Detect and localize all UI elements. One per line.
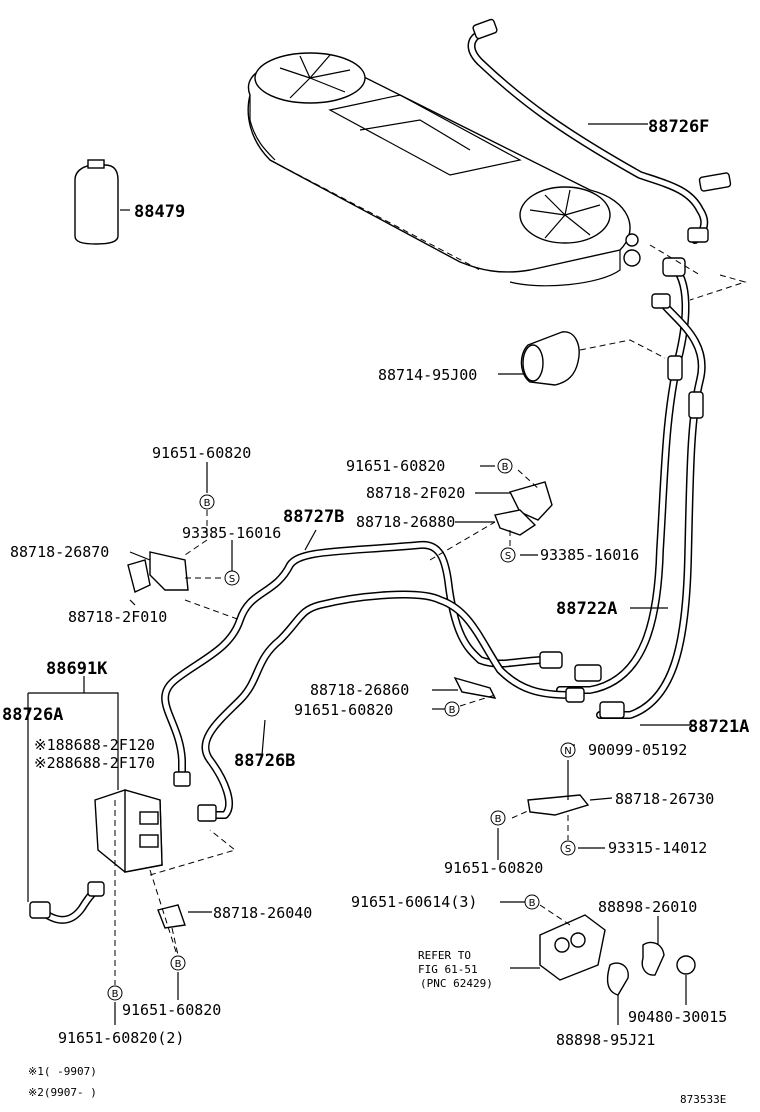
label-88718-26880: 88718-26880 [356,513,455,531]
screw-marker: S [224,570,240,586]
label-93385-16016-b: 93385-16016 [540,546,639,564]
svg-text:B: B [449,705,456,716]
leader-lines [27,123,747,1025]
bracket-88718-26040 [157,904,186,929]
label-93385-16016-a: 93385-16016 [182,524,281,542]
label-88726B: 88726B [234,751,295,771]
hose-88726A [29,881,105,924]
label-88726A: 88726A [2,705,63,725]
label-88726F: 88726F [648,117,709,137]
bolt-marker: B [107,985,123,1001]
svg-text:B: B [175,959,182,970]
label-88688-2F170: ※288688-2F170 [34,754,155,772]
label-91651-60820-2: 91651-60820(2) [58,1029,184,1047]
bolt-marker: B [199,494,215,510]
label-88898-95J21: 88898-95J21 [556,1031,655,1049]
figure-id: 873533E [680,1093,726,1106]
svg-text:B: B [204,498,211,509]
bolt-marker: B [497,458,513,474]
svg-text:N: N [564,746,571,757]
bolt-marker: B [170,955,186,971]
label-91651-60614: 91651-60614(3) [351,893,477,911]
pipes-88722A-88721A [556,257,706,719]
pipes-88727B-88726B [161,540,585,822]
svg-text:B: B [502,462,509,473]
plate-refer [539,914,606,981]
svg-text:B: B [529,898,536,909]
label-refer-pnc: (PNC 62429) [420,977,493,990]
bolt-marker: B [524,894,540,910]
unit-88691K [94,789,163,873]
bracket-88718-26730 [527,794,590,816]
label-91651-60820-a: 91651-60820 [152,444,251,462]
label-88898-26010: 88898-26010 [598,898,697,916]
part-labels: 88726F 88479 88714-95J00 91651-60820 916… [2,117,749,1106]
screw-marker: S [500,547,516,563]
receiver-bottle [74,159,119,245]
label-88479: 88479 [134,202,185,222]
footnote-1: ※1( -9907) [28,1065,97,1078]
label-refer-fig: FIG 61-51 [418,963,478,976]
label-91651-60820-e: 91651-60820 [122,1001,221,1019]
label-91651-60820-d: 91651-60820 [444,859,543,877]
bolt-marker: B [490,810,506,826]
label-88718-26730: 88718-26730 [615,790,714,808]
bracket-88718-26880 [494,509,537,536]
part-90480-30015 [676,955,696,975]
label-88718-2F020: 88718-2F020 [366,484,465,502]
label-93315-14012: 93315-14012 [608,839,707,857]
label-88691K: 88691K [46,659,108,679]
footnote-2: ※2(9907- ) [28,1086,97,1099]
label-88718-26860: 88718-26860 [310,681,409,699]
label-88722A: 88722A [556,599,617,619]
svg-text:B: B [112,989,119,1000]
bolt-marker: B [444,701,460,717]
screw-marker: S [560,840,576,856]
nut-marker: N [560,742,576,758]
svg-text:S: S [565,844,571,855]
evaporator-housing [247,52,641,287]
svg-text:S: S [229,574,235,585]
label-88718-2F010: 88718-2F010 [68,608,167,626]
label-88718-26870: 88718-26870 [10,543,109,561]
label-91651-60820-c: 91651-60820 [294,701,393,719]
label-88721A: 88721A [688,717,749,737]
marker-circles: B B S S B N B S B B B [107,458,576,1001]
bracket-88718-26860 [453,676,497,699]
label-88718-26040: 88718-26040 [213,904,312,922]
part-88898-95J21 [606,962,629,996]
label-88714-95J00: 88714-95J00 [378,366,477,384]
svg-text:B: B [495,814,502,825]
label-88727B: 88727B [283,507,344,527]
svg-text:S: S [505,551,511,562]
bracket-88718-26870 [127,551,189,593]
grommet-88714 [520,331,580,386]
label-90099-05192: 90099-05192 [588,741,687,759]
label-91651-60820-b: 91651-60820 [346,457,445,475]
part-88898-26010 [641,941,665,976]
label-refer-to: REFER TO [418,949,471,962]
label-88688-2F120: ※188688-2F120 [34,736,155,754]
hose-88726F [467,18,732,244]
label-90480-30015: 90480-30015 [628,1008,727,1026]
